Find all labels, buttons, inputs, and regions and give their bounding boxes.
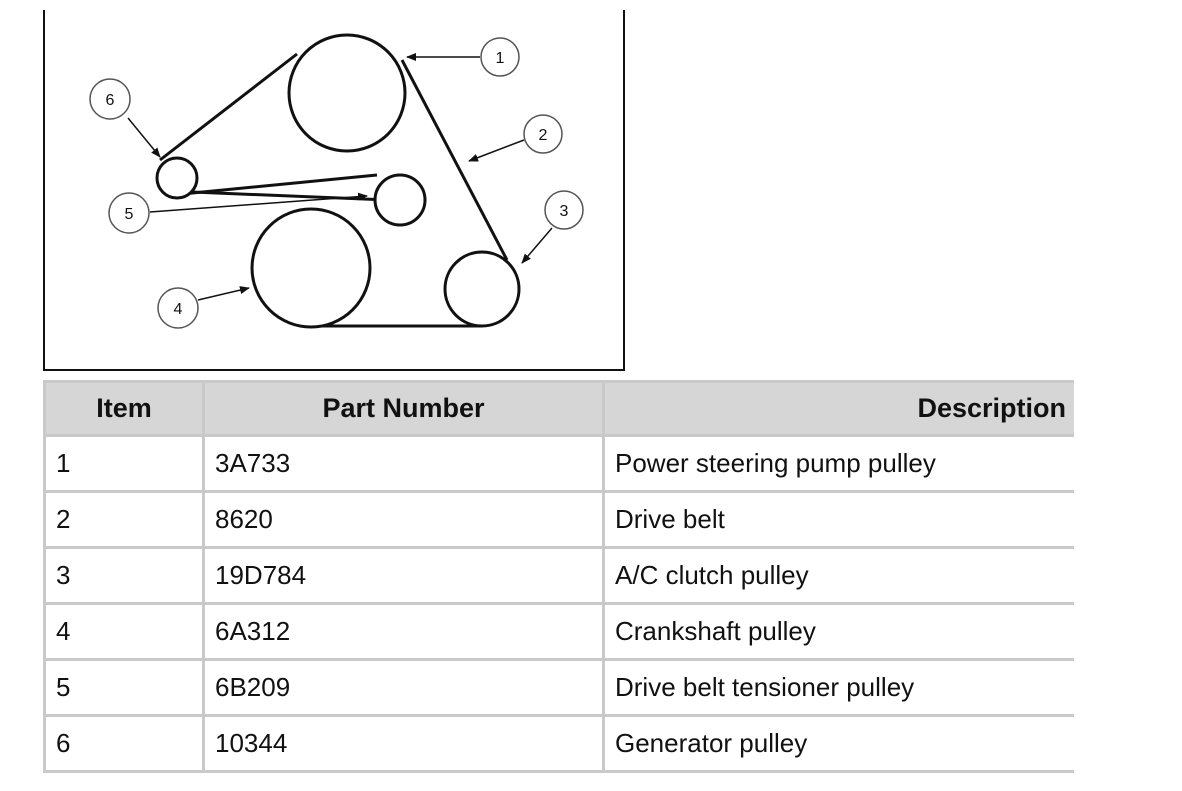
belt-routing-svg: 1 2 3 4 5 6 [89,33,584,329]
cell-part-number: 8620 [205,493,605,549]
cell-item: 6 [43,717,205,773]
callout-4: 4 [157,287,199,329]
cell-description: Generator pulley [605,717,1074,773]
cell-part-number: 3A733 [205,437,605,493]
table-row: 3 19D784 A/C clutch pulley [43,549,1074,605]
callout-3: 3 [544,190,584,230]
belt-routing-diagram: 1 2 3 4 5 6 [43,10,625,371]
cell-description: A/C clutch pulley [605,549,1074,605]
cell-description: Drive belt [605,493,1074,549]
cell-item: 3 [43,549,205,605]
cell-item: 1 [43,437,205,493]
generator-pulley [155,156,199,200]
cell-item: 4 [43,605,205,661]
crankshaft-pulley [250,207,372,329]
cell-part-number: 6B209 [205,661,605,717]
cell-description: Power steering pump pulley [605,437,1074,493]
callout-6: 6 [89,78,131,120]
callout-4-label: 4 [174,301,183,318]
table-row: 5 6B209 Drive belt tensioner pulley [43,661,1074,717]
table-row: 6 10344 Generator pulley [43,717,1074,773]
parts-table: Item Part Number Description 1 3A733 Pow… [43,380,1074,773]
callout-1-label: 1 [496,50,505,67]
callout-5-label: 5 [125,206,134,223]
callout-5: 5 [108,192,150,234]
power-steering-pulley [287,33,407,153]
callout-1: 1 [480,37,520,77]
tensioner-pulley [373,173,427,227]
callout-3-label: 3 [560,203,569,220]
table-row: 2 8620 Drive belt [43,493,1074,549]
cell-item: 2 [43,493,205,549]
table-header-row: Item Part Number Description [43,380,1074,437]
header-part-number: Part Number [205,380,605,437]
callout-2: 2 [523,114,563,154]
callout-6-label: 6 [106,92,115,109]
cell-part-number: 19D784 [205,549,605,605]
cell-part-number: 10344 [205,717,605,773]
callout-2-label: 2 [539,127,548,144]
header-description: Description [605,380,1074,437]
drive-belt [159,52,509,328]
cell-part-number: 6A312 [205,605,605,661]
leader-arrows [127,53,553,301]
ac-clutch-pulley [443,250,521,328]
table-row: 1 3A733 Power steering pump pulley [43,437,1074,493]
table-row: 4 6A312 Crankshaft pulley [43,605,1074,661]
cell-description: Crankshaft pulley [605,605,1074,661]
header-item: Item [43,380,205,437]
cell-item: 5 [43,661,205,717]
cell-description: Drive belt tensioner pulley [605,661,1074,717]
